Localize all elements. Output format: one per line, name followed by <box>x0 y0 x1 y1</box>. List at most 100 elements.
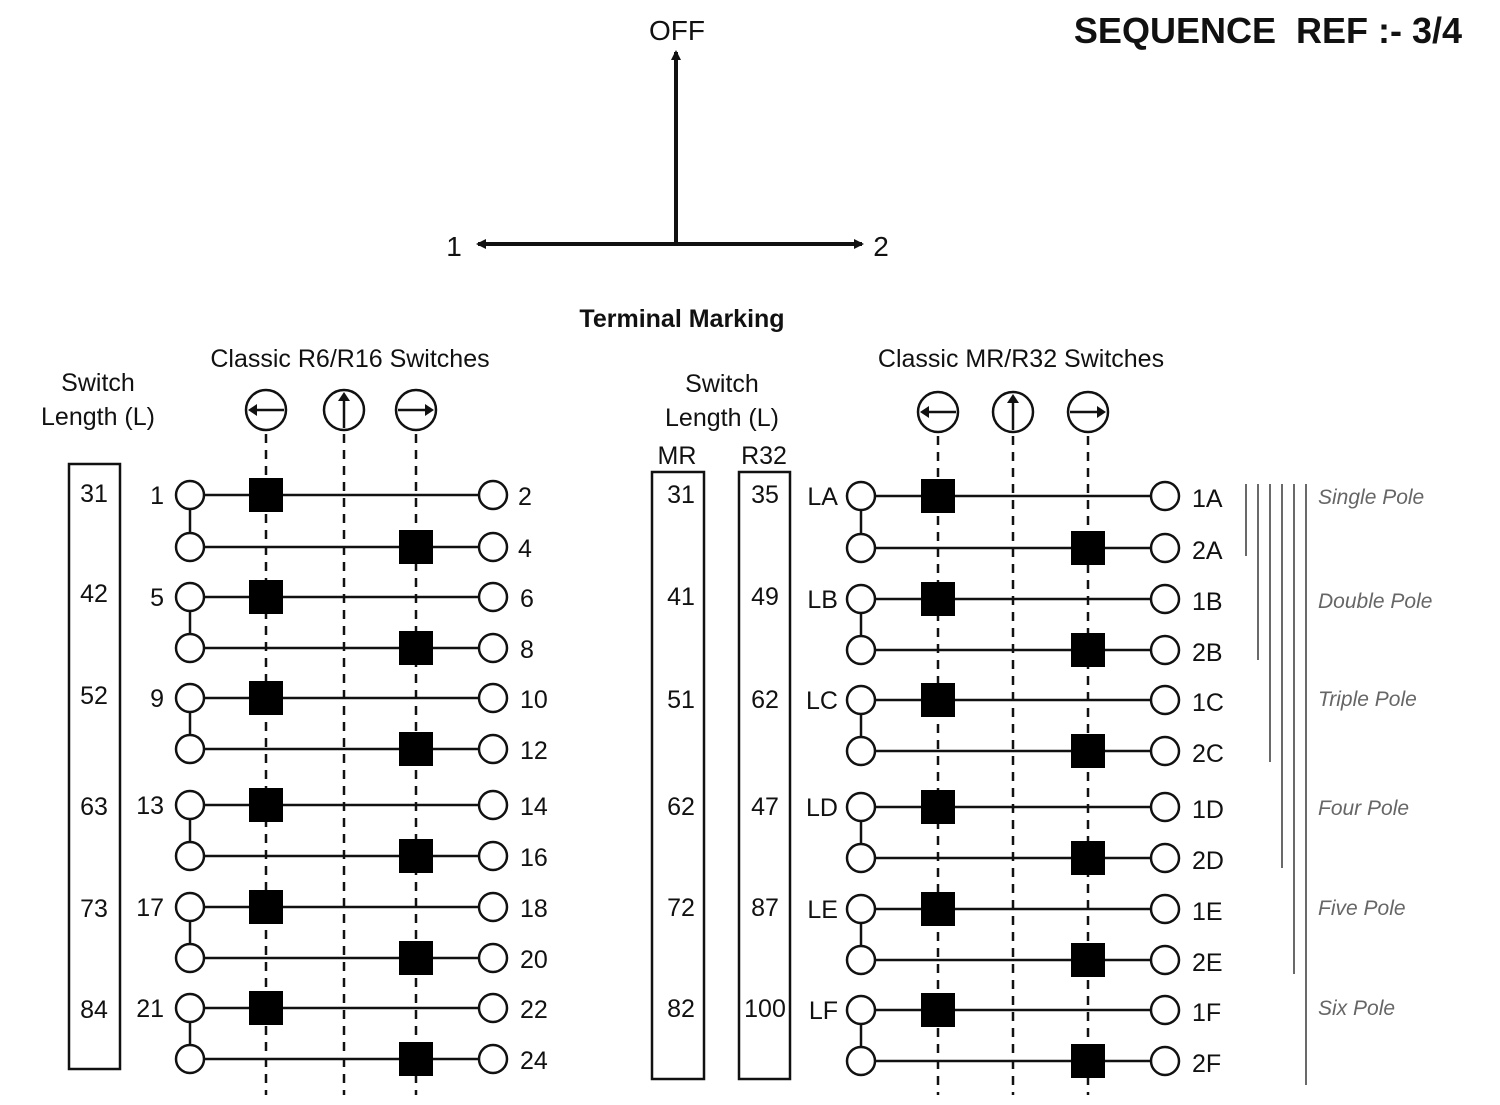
terminal-label-right: 1E <box>1192 898 1223 926</box>
mr-length-value: 72 <box>667 894 695 922</box>
arrowhead-right-icon <box>1097 406 1106 418</box>
terminal-right <box>477 1043 509 1075</box>
terminal-left <box>845 684 877 716</box>
mr-length-value: 51 <box>667 686 695 714</box>
closed-contact-block <box>1071 1044 1105 1078</box>
terminal-left <box>845 480 877 512</box>
terminal-left <box>174 942 206 974</box>
terminal-label-left: 21 <box>136 995 164 1023</box>
terminal-label-left: LE <box>807 896 838 924</box>
terminal-right <box>477 942 509 974</box>
switch-length-value: 52 <box>80 682 108 710</box>
right-panel: Classic MR/R32 Switches Switch Length (L… <box>650 345 1224 1095</box>
arrowhead-left-icon <box>920 406 929 418</box>
terminal-left <box>174 479 206 511</box>
terminal-label-right: 2 <box>518 483 532 511</box>
terminal-right <box>1149 893 1181 925</box>
left-length-box <box>67 462 122 1071</box>
terminal-right <box>1149 944 1181 976</box>
r32-length-value: 35 <box>751 481 779 509</box>
terminal-left <box>174 992 206 1024</box>
terminal-label-right: 20 <box>520 946 548 974</box>
terminal-label-right: 8 <box>520 636 534 664</box>
terminal-right <box>477 992 509 1024</box>
terminal-right <box>477 682 509 714</box>
mr-length-box <box>650 470 706 1081</box>
terminal-right <box>477 531 509 563</box>
terminal-label-right: 1C <box>1192 689 1224 717</box>
terminal-label-right: 2B <box>1192 639 1223 667</box>
col-header-r32: R32 <box>741 442 787 470</box>
right-length-header-line1: Switch <box>685 370 759 398</box>
terminal-right <box>477 632 509 664</box>
terminal-left <box>174 840 206 872</box>
closed-contact-block <box>399 1042 433 1076</box>
terminal-left <box>845 634 877 666</box>
terminal-left <box>174 581 206 613</box>
sequence-ref: SEQUENCE REF :- 3/4 <box>1074 10 1462 51</box>
pole-label: Triple Pole <box>1318 688 1417 711</box>
terminal-label-left: LC <box>806 687 838 715</box>
terminal-left <box>174 1043 206 1075</box>
label-position-2: 2 <box>873 231 889 262</box>
terminal-label-right: 24 <box>520 1047 548 1075</box>
closed-contact-block <box>921 582 955 616</box>
terminal-label-right: 2D <box>1192 847 1224 875</box>
terminal-left <box>845 842 877 874</box>
terminal-left <box>845 532 877 564</box>
r32-length-box <box>737 470 792 1081</box>
switch-length-value: 31 <box>80 480 108 508</box>
switch-length-value: 84 <box>80 996 108 1024</box>
switch-length-value: 73 <box>80 895 108 923</box>
arrowhead-up-icon <box>1007 394 1019 403</box>
terminal-label-left: 17 <box>136 894 164 922</box>
terminal-label-right: 6 <box>520 585 534 613</box>
r32-length-value: 62 <box>751 686 779 714</box>
mr-length-value: 41 <box>667 583 695 611</box>
terminal-label-left: LF <box>809 997 838 1025</box>
terminal-right <box>1149 842 1181 874</box>
terminal-label-right: 14 <box>520 793 548 821</box>
terminal-label-right: 1D <box>1192 796 1224 824</box>
closed-contact-block <box>249 890 283 924</box>
left-panel-title: Classic R6/R16 Switches <box>210 345 489 373</box>
terminal-left <box>174 733 206 765</box>
terminal-left <box>174 789 206 821</box>
terminal-left <box>174 531 206 563</box>
terminal-label-left: LA <box>807 483 838 511</box>
terminal-label-right: 12 <box>520 737 548 765</box>
terminal-label-right: 2A <box>1192 537 1223 565</box>
closed-contact-block <box>249 788 283 822</box>
terminal-right <box>1149 634 1181 666</box>
terminal-right <box>1149 735 1181 767</box>
terminal-marking-title: Terminal Marking <box>579 305 784 333</box>
terminal-label-left: 1 <box>150 482 164 510</box>
closed-contact-block <box>921 892 955 926</box>
terminal-left <box>174 632 206 664</box>
closed-contact-block <box>249 681 283 715</box>
label-off: OFF <box>649 15 705 46</box>
closed-contact-block <box>399 631 433 665</box>
terminal-label-right: 22 <box>520 996 548 1024</box>
terminal-label-left: 9 <box>150 685 164 713</box>
terminal-right <box>1149 480 1181 512</box>
terminal-left <box>845 583 877 615</box>
terminal-left <box>845 791 877 823</box>
closed-contact-block <box>249 991 283 1025</box>
r32-length-value: 100 <box>744 995 786 1023</box>
terminal-label-right: 2C <box>1192 740 1224 768</box>
closed-contact-block <box>921 683 955 717</box>
terminal-right <box>1149 1045 1181 1077</box>
closed-contact-block <box>249 478 283 512</box>
pole-label: Five Pole <box>1318 897 1406 920</box>
terminal-label-right: 10 <box>520 686 548 714</box>
col-header-mr: MR <box>658 442 697 470</box>
closed-contact-block <box>921 790 955 824</box>
terminal-left <box>845 944 877 976</box>
closed-contact-block <box>1071 531 1105 565</box>
r32-length-value: 49 <box>751 583 779 611</box>
closed-contact-block <box>399 839 433 873</box>
terminal-right <box>477 840 509 872</box>
pole-label: Double Pole <box>1318 590 1432 613</box>
